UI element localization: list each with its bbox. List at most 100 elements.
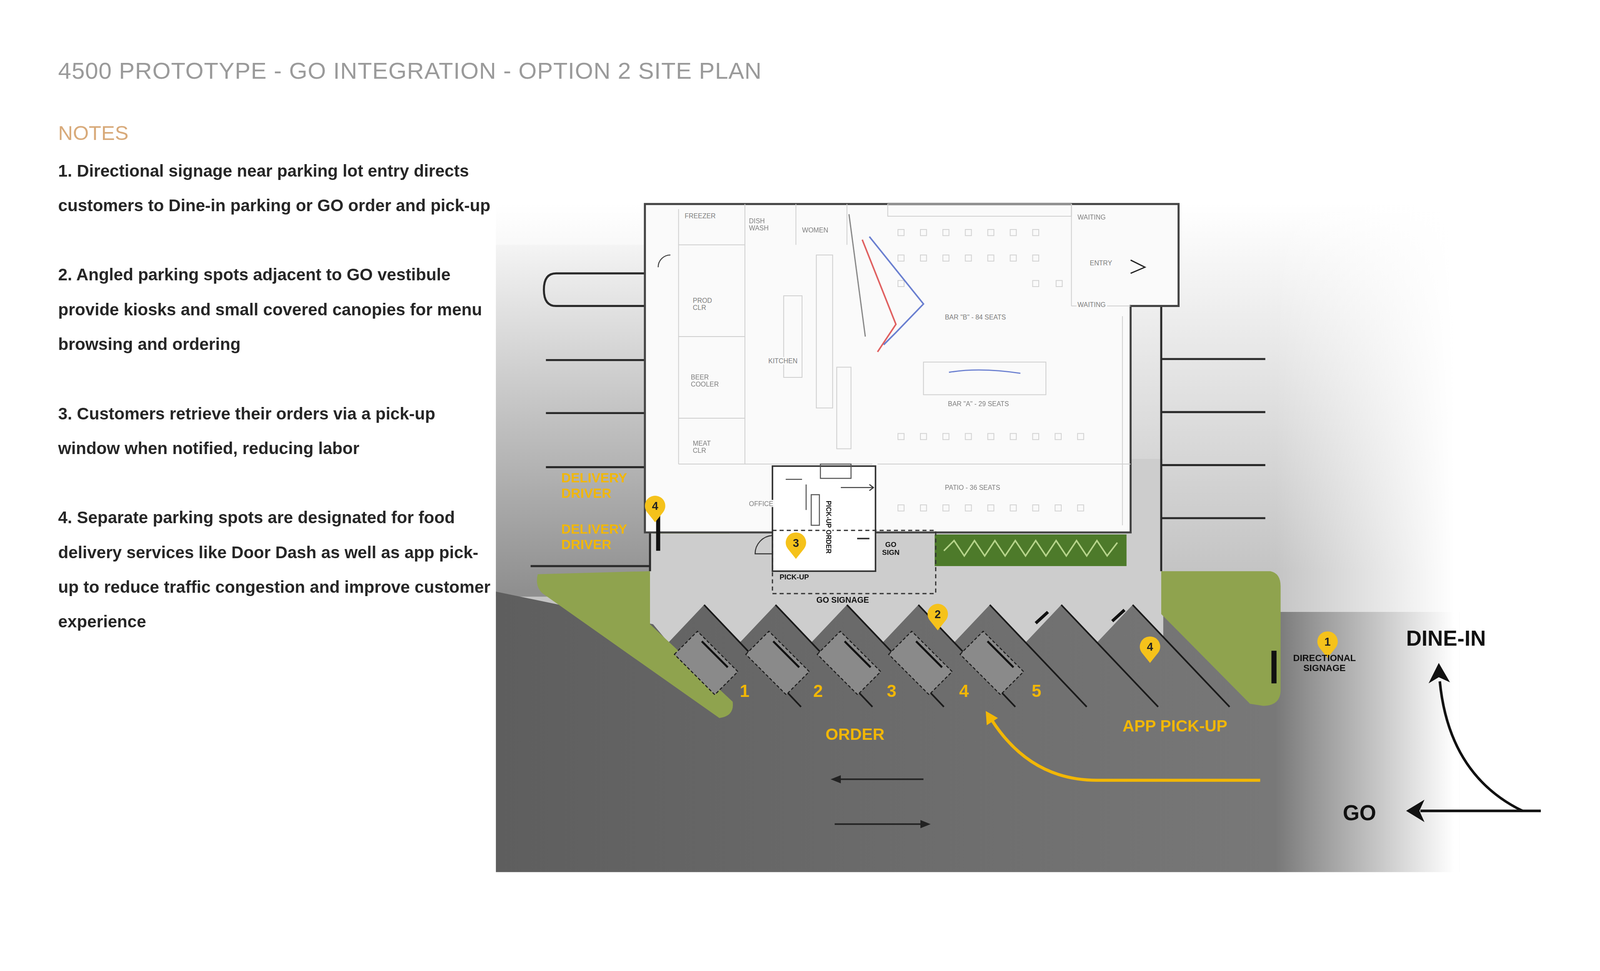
building-part-part	[965, 229, 972, 236]
building-part	[869, 236, 924, 345]
building-part-part	[1032, 433, 1039, 440]
callout-markers-part	[927, 604, 948, 631]
building-part-part	[1010, 255, 1017, 262]
room-label: BAR "B" - 84 SEATS	[943, 313, 1007, 321]
building-part-part	[887, 204, 1072, 217]
stall-dividers	[704, 605, 1230, 708]
building-part-part	[920, 433, 927, 440]
stall-number: 3	[886, 681, 897, 702]
callout-markers	[645, 495, 1338, 664]
ground-part	[1265, 204, 1460, 878]
left-parking-lines	[530, 260, 650, 572]
building-part-part	[942, 433, 950, 440]
note-text: 3. Customers retrieve their orders via a…	[58, 395, 493, 466]
stall-number: 2	[813, 681, 823, 702]
go-vestibule-part	[857, 537, 870, 540]
sign-label: GO SIGN	[877, 540, 905, 558]
building-part-part	[1056, 280, 1063, 287]
kiosk-canopies-part	[960, 631, 1024, 695]
building-part-part	[1010, 433, 1017, 440]
title: 4500 PROTOTYPE - GO INTEGRATION - OPTION…	[58, 57, 763, 85]
traffic-arrows-part	[920, 820, 931, 829]
left-parking-lines-part	[543, 273, 645, 306]
ground	[495, 204, 1460, 878]
traffic-arrows	[830, 663, 1541, 829]
building-part-part	[920, 229, 927, 236]
room-label: FREEZER	[683, 212, 717, 220]
room-label: PATIO - 36 SEATS	[943, 483, 1002, 492]
building-part-part	[846, 204, 848, 245]
building-part-part	[987, 229, 995, 236]
kiosk-canopies-part-part	[960, 631, 1024, 695]
building-part-part	[678, 417, 745, 419]
right-parking-lines-part	[1161, 517, 1266, 520]
building-part	[658, 255, 671, 268]
building-part-part	[987, 433, 995, 440]
stall-number: 1	[740, 681, 750, 702]
building-part-part	[816, 255, 833, 408]
go-vestibule-part	[820, 464, 851, 479]
traffic-arrows-part	[985, 711, 998, 726]
building-part-part	[744, 204, 746, 465]
sign-posts-part	[1271, 650, 1277, 684]
room-label: BAR "A" - 29 SEATS	[947, 400, 1010, 408]
stall-number: 5	[1031, 681, 1042, 702]
building-part-part	[965, 433, 972, 440]
building-part-part	[678, 336, 745, 338]
kiosk-canopies-part	[745, 631, 810, 695]
building-part-part	[1010, 229, 1017, 236]
room-label: OFFICE	[747, 500, 775, 508]
hedge-part	[943, 540, 1118, 557]
building-part-part	[1122, 316, 1123, 526]
building-part	[1130, 260, 1145, 274]
building-part-part	[965, 505, 972, 512]
kiosk-canopies-part-part	[701, 641, 728, 668]
traffic-arrows-part	[1406, 800, 1425, 823]
go-vestibule-part	[785, 479, 803, 480]
building-part-part	[1055, 433, 1062, 440]
stall-dividers-part	[1132, 605, 1230, 708]
room-label: KITCHEN	[767, 357, 799, 365]
callout-markers-part	[785, 532, 807, 560]
zone-label: ORDER	[825, 725, 885, 745]
stall-number: 4	[959, 681, 969, 702]
kiosk-canopies-part-part	[745, 631, 810, 695]
left-parking-lines-part	[545, 466, 645, 469]
building-part-part	[1010, 505, 1017, 512]
direction-label: GO	[1342, 800, 1377, 826]
go-vestibule	[755, 464, 936, 594]
callout-number: 1	[1317, 635, 1338, 649]
building-part	[949, 370, 1021, 374]
left-parking-lines-part	[545, 412, 645, 415]
go-vestibule-part	[811, 495, 820, 526]
note-text: 4. Separate parking spots are designated…	[58, 500, 493, 639]
building-part-part	[795, 204, 797, 245]
building	[645, 204, 1179, 533]
building-part-part	[1032, 229, 1039, 236]
zone-label: APP PICK-UP	[1122, 717, 1228, 737]
note-text: 1. Directional signage near parking lot …	[58, 152, 493, 223]
kiosk-canopies-part	[888, 631, 953, 695]
building-part-part	[1032, 255, 1039, 262]
right-parking-lines-part	[1161, 464, 1266, 467]
building-part-part	[897, 433, 905, 440]
right-parking-lines-part	[1161, 411, 1266, 414]
go-vestibule-part	[772, 466, 876, 572]
sign-posts	[656, 510, 1277, 684]
window-label: PICK-UP ORDER	[824, 500, 833, 554]
building-part	[645, 204, 1179, 533]
building-part-part	[1032, 280, 1039, 287]
building-part-part	[1070, 204, 1072, 307]
building-part-part	[897, 229, 905, 236]
kiosk-canopies-part	[674, 631, 738, 695]
go-vestibule-part	[772, 530, 936, 594]
hedge	[934, 534, 1127, 567]
room-label: DISH WASH	[747, 217, 779, 233]
left-parking-lines-part	[530, 565, 650, 568]
traffic-arrows-part	[830, 775, 841, 784]
ground-part	[495, 245, 650, 598]
kiosk-canopies-part-part	[916, 641, 943, 668]
hedge-part	[934, 534, 1127, 567]
